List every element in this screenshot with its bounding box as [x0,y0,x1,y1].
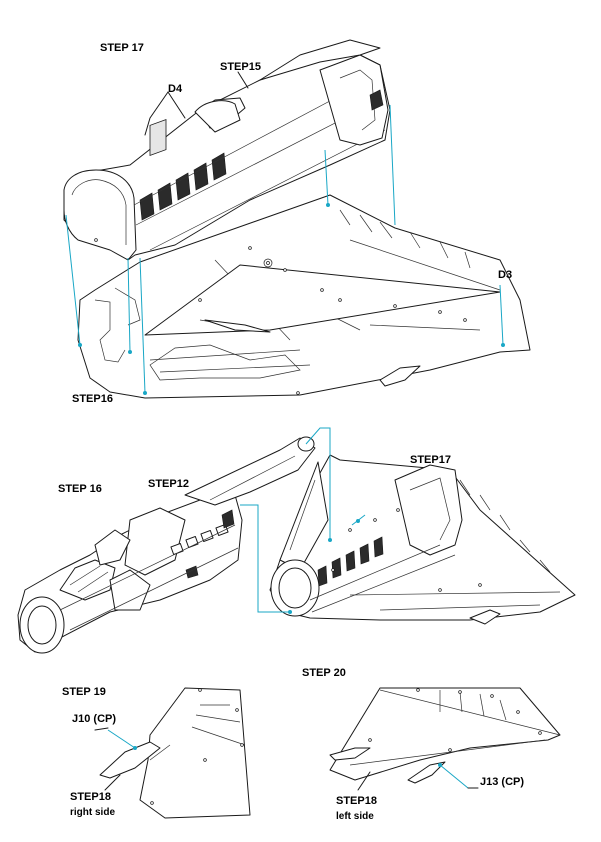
label-step17-top: STEP 17 [100,42,144,54]
label-step19: STEP 19 [62,686,106,698]
label-step18-right: STEP18 [70,791,111,803]
label-step15: STEP15 [220,61,261,73]
label-step12: STEP12 [148,478,189,490]
step20-detail [329,687,561,791]
label-step16-mid: STEP 16 [58,483,102,495]
label-d4: D4 [168,83,183,95]
label-right-side: right side [70,807,115,818]
label-left-side: left side [336,811,374,822]
top-assembly [63,39,531,399]
label-step20: STEP 20 [302,667,346,679]
middle-assembly [17,427,576,654]
label-step18-left: STEP18 [336,795,377,807]
label-j13: J13 (CP) [480,776,524,788]
label-j10: J10 (CP) [72,713,116,725]
label-d3: D3 [498,269,512,281]
label-step17-mid: STEP17 [410,454,451,466]
label-step16-top: STEP16 [72,393,113,405]
step19-detail [94,687,251,819]
